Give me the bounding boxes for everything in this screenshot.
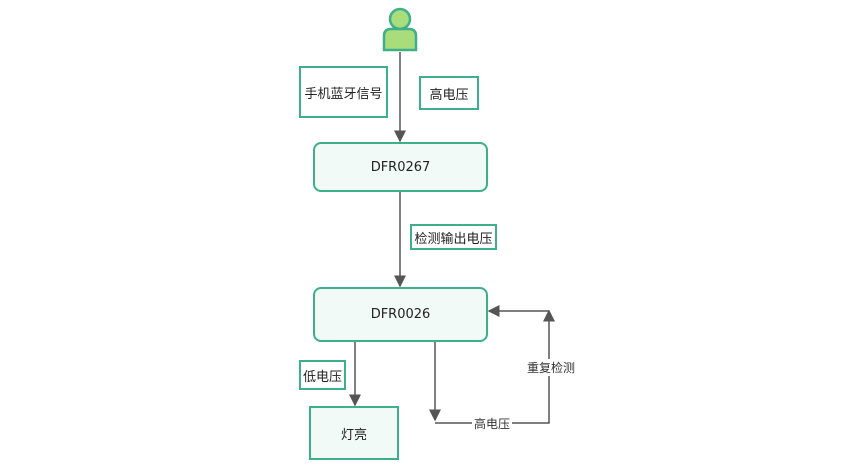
node-dfr0026: DFR0026: [313, 287, 488, 342]
edge-label-high-voltage: 高电压: [472, 415, 513, 432]
edge-label-repeat-detect: 重复检测: [525, 359, 578, 376]
label-detect-output-voltage: 检测输出电压: [410, 224, 497, 250]
user-icon: [382, 7, 418, 52]
node-dfr0267: DFR0267: [313, 142, 488, 192]
label-bluetooth-signal: 手机蓝牙信号: [299, 66, 388, 118]
node-light-on: 灯亮: [309, 406, 399, 460]
label-high-voltage-in: 高电压: [419, 76, 479, 110]
label-low-voltage: 低电压: [299, 360, 346, 390]
